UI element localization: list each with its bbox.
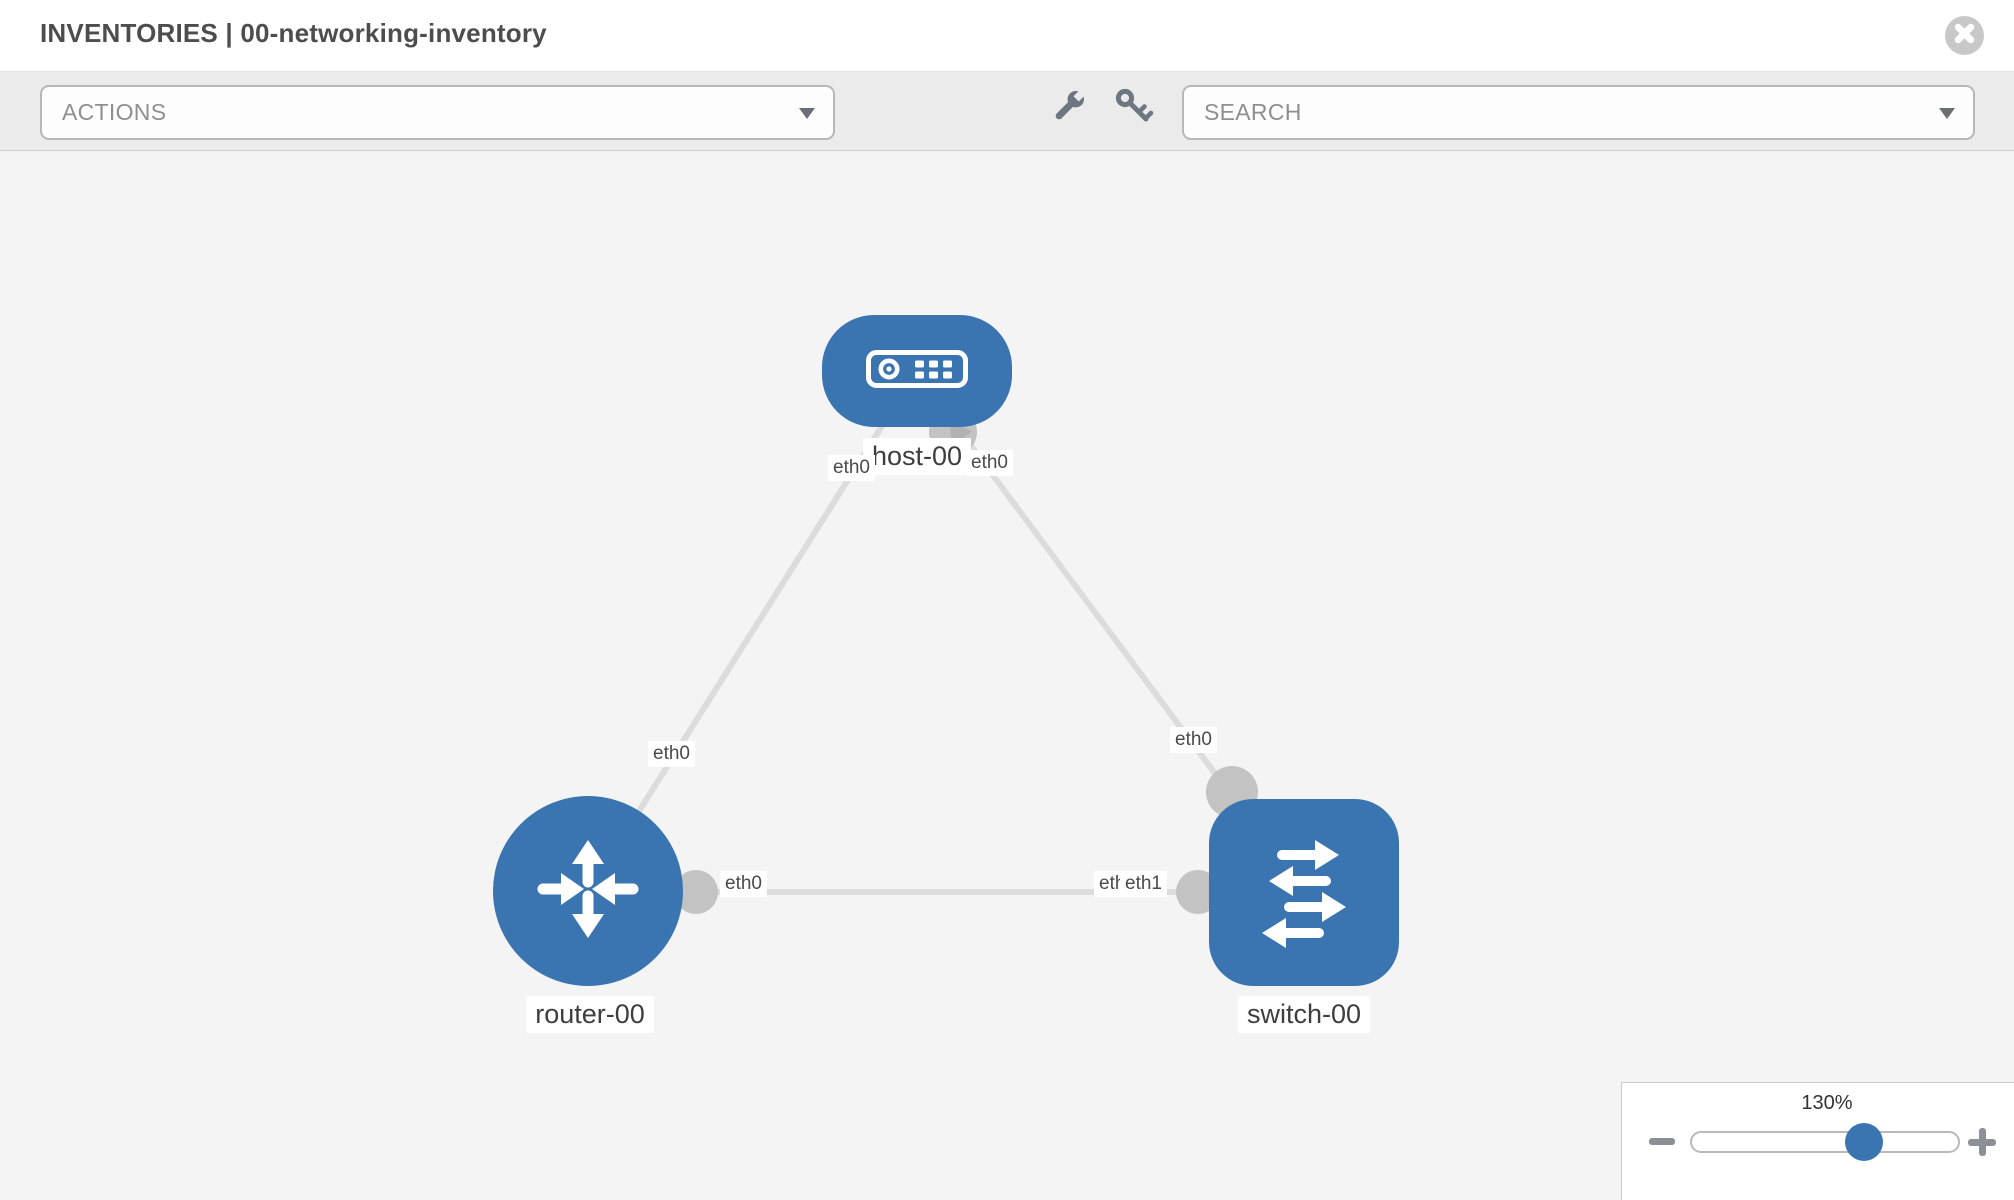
zoom-slider-track[interactable] — [1690, 1131, 1960, 1153]
breadcrumb-separator: | — [217, 18, 241, 48]
zoom-in-button[interactable] — [1968, 1128, 1996, 1156]
zoom-slider-handle[interactable] — [1845, 1123, 1883, 1161]
node-label-switch: switch-00 — [1237, 996, 1371, 1033]
zoom-control-panel: 130% — [1621, 1082, 2014, 1200]
switch-icon — [1242, 828, 1366, 957]
node-router-00[interactable] — [493, 796, 683, 986]
key-credentials-button[interactable] — [1108, 83, 1160, 135]
close-icon — [1945, 14, 1984, 58]
server-icon — [865, 349, 969, 394]
interface-dot-router[interactable] — [674, 870, 718, 914]
node-label-host: host-00 — [862, 438, 972, 475]
iface-label-switch-eth1: eth1 — [1120, 871, 1167, 897]
iface-label-router-eth0-top: eth0 — [648, 741, 695, 767]
node-switch-00[interactable] — [1209, 799, 1399, 986]
iface-label-router-eth0-right: eth0 — [720, 871, 767, 897]
iface-label-switch-eth0-top: eth0 — [1170, 727, 1217, 753]
tools-button[interactable] — [1042, 83, 1094, 135]
search-dropdown-label: SEARCH — [1204, 99, 1302, 125]
topology-links-layer — [585, 370, 1307, 914]
iface-label-host-eth0-right: eth0 — [966, 450, 1013, 476]
wrench-icon — [1046, 85, 1090, 134]
close-button[interactable] — [1945, 16, 1984, 55]
plus-icon — [1979, 1128, 1986, 1156]
router-icon — [525, 826, 651, 957]
iface-label-host-eth0-left: eth0 — [828, 455, 875, 481]
node-host-00[interactable] — [822, 315, 1012, 427]
key-icon — [1112, 85, 1156, 134]
zoom-level-value: 130% — [1801, 1092, 1853, 1114]
topology-canvas[interactable]: host-00 router-00 switch-00 eth0 eth0 et… — [0, 151, 2014, 1200]
chevron-down-icon — [799, 107, 815, 119]
search-dropdown[interactable]: SEARCH — [1182, 85, 1975, 140]
actions-dropdown[interactable]: ACTIONS — [40, 85, 835, 140]
node-label-router: router-00 — [526, 996, 654, 1033]
breadcrumb-section: INVENTORIES — [40, 18, 218, 48]
zoom-out-button[interactable] — [1649, 1138, 1675, 1145]
page-title: INVENTORIES | 00-networking-inventory — [40, 18, 547, 49]
toolbar: ACTIONS — [0, 72, 2014, 151]
header: INVENTORIES | 00-networking-inventory — [0, 0, 2014, 72]
inventory-name: 00-networking-inventory — [240, 18, 547, 48]
actions-dropdown-label: ACTIONS — [62, 99, 167, 125]
chevron-down-icon — [1939, 107, 1955, 119]
